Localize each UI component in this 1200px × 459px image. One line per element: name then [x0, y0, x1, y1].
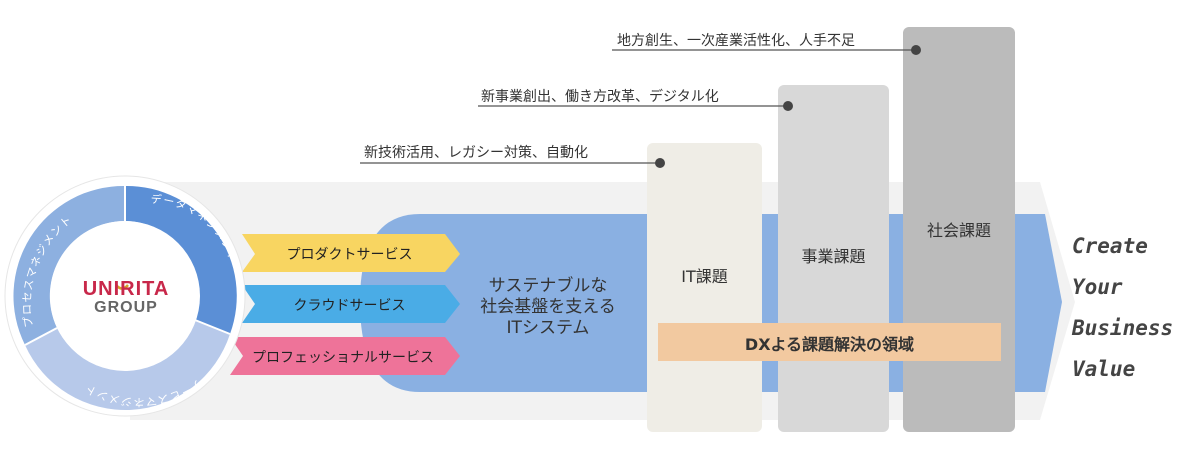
column-business-label: 事業課題 — [801, 247, 866, 266]
logo: UNIRITA GROUP — [80, 278, 172, 317]
tagline-line: Business — [1072, 316, 1174, 340]
issue-label-business: 新事業創出、働き方改革、デジタル化 — [481, 89, 719, 105]
logo-smile-icon — [115, 284, 129, 290]
column-it — [647, 143, 762, 432]
dx-band-label: DXよる課題解決の領域 — [744, 335, 915, 354]
column-social-label: 社会課題 — [926, 221, 991, 240]
logo-sub: GROUP — [94, 299, 158, 316]
ring-segment-process — [13, 185, 125, 345]
ring-segment-data — [125, 185, 237, 334]
service-cloud-arrow — [242, 285, 460, 323]
dx-band — [658, 323, 1001, 361]
tagline-line: Create — [1072, 234, 1148, 258]
tagline-line: Your — [1072, 275, 1123, 299]
service-professional-label: プロフェッショナルサービス — [252, 350, 434, 366]
service-product-label: プロダクトサービス — [286, 247, 413, 263]
ring-dividers — [24, 186, 231, 346]
tagline: Create Your Business Value — [1072, 226, 1173, 390]
service-professional-arrow — [230, 337, 460, 375]
platform-line: サステナブルな — [488, 276, 608, 296]
issue-label-it: 新技術活用、レガシー対策、自動化 — [364, 145, 588, 161]
issue-dot — [655, 158, 665, 168]
service-cloud-label: クラウドサービス — [293, 298, 406, 314]
platform-text: サステナブルな 社会基盤を支える ITシステム — [468, 276, 628, 339]
ring-inner — [50, 221, 200, 371]
service-product-arrow — [242, 234, 460, 272]
column-it-label: IT課題 — [681, 267, 728, 286]
issue-leaders — [360, 49, 916, 164]
platform-line: ITシステム — [506, 318, 590, 338]
logo-brand: UNIRITA — [82, 278, 170, 300]
tagline-line: Value — [1072, 357, 1136, 381]
ring-segment-service — [25, 320, 230, 411]
issue-dot — [911, 45, 921, 55]
issue-label-social: 地方創生、一次産業活性化、人手不足 — [617, 33, 855, 49]
issue-dot — [783, 101, 793, 111]
platform-line: 社会基盤を支える — [480, 297, 616, 317]
